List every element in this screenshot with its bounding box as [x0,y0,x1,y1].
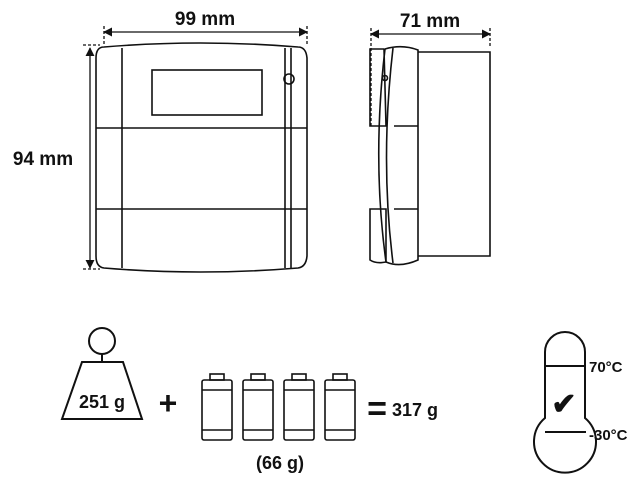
total-weight: 317 g [392,400,438,420]
thermometer-icon [533,331,597,474]
battery-group [201,373,356,441]
weight-icon [60,327,144,420]
battery-icon [242,373,274,441]
battery-icon [201,373,233,441]
height-dimension [83,44,100,270]
plus-sign: + [159,385,178,421]
height-label: 94 mm [13,149,73,170]
width-dimension [103,26,308,46]
depth-label: 71 mm [400,11,460,32]
width-label: 99 mm [175,9,235,30]
depth-dimension [370,28,491,128]
front-view [95,42,308,273]
battery-icon [283,373,315,441]
equals-sign: = [367,390,387,428]
led-indicator [283,73,295,85]
battery-weight: (66 g) [256,453,304,473]
battery-icon [324,373,356,441]
max-temperature: 70°C [589,359,623,376]
min-temperature: -30°C [589,427,628,444]
checkmark-icon: ✔ [551,388,576,421]
display-window [151,69,263,116]
side-view [369,45,491,266]
device-weight: 251 g [79,392,125,412]
